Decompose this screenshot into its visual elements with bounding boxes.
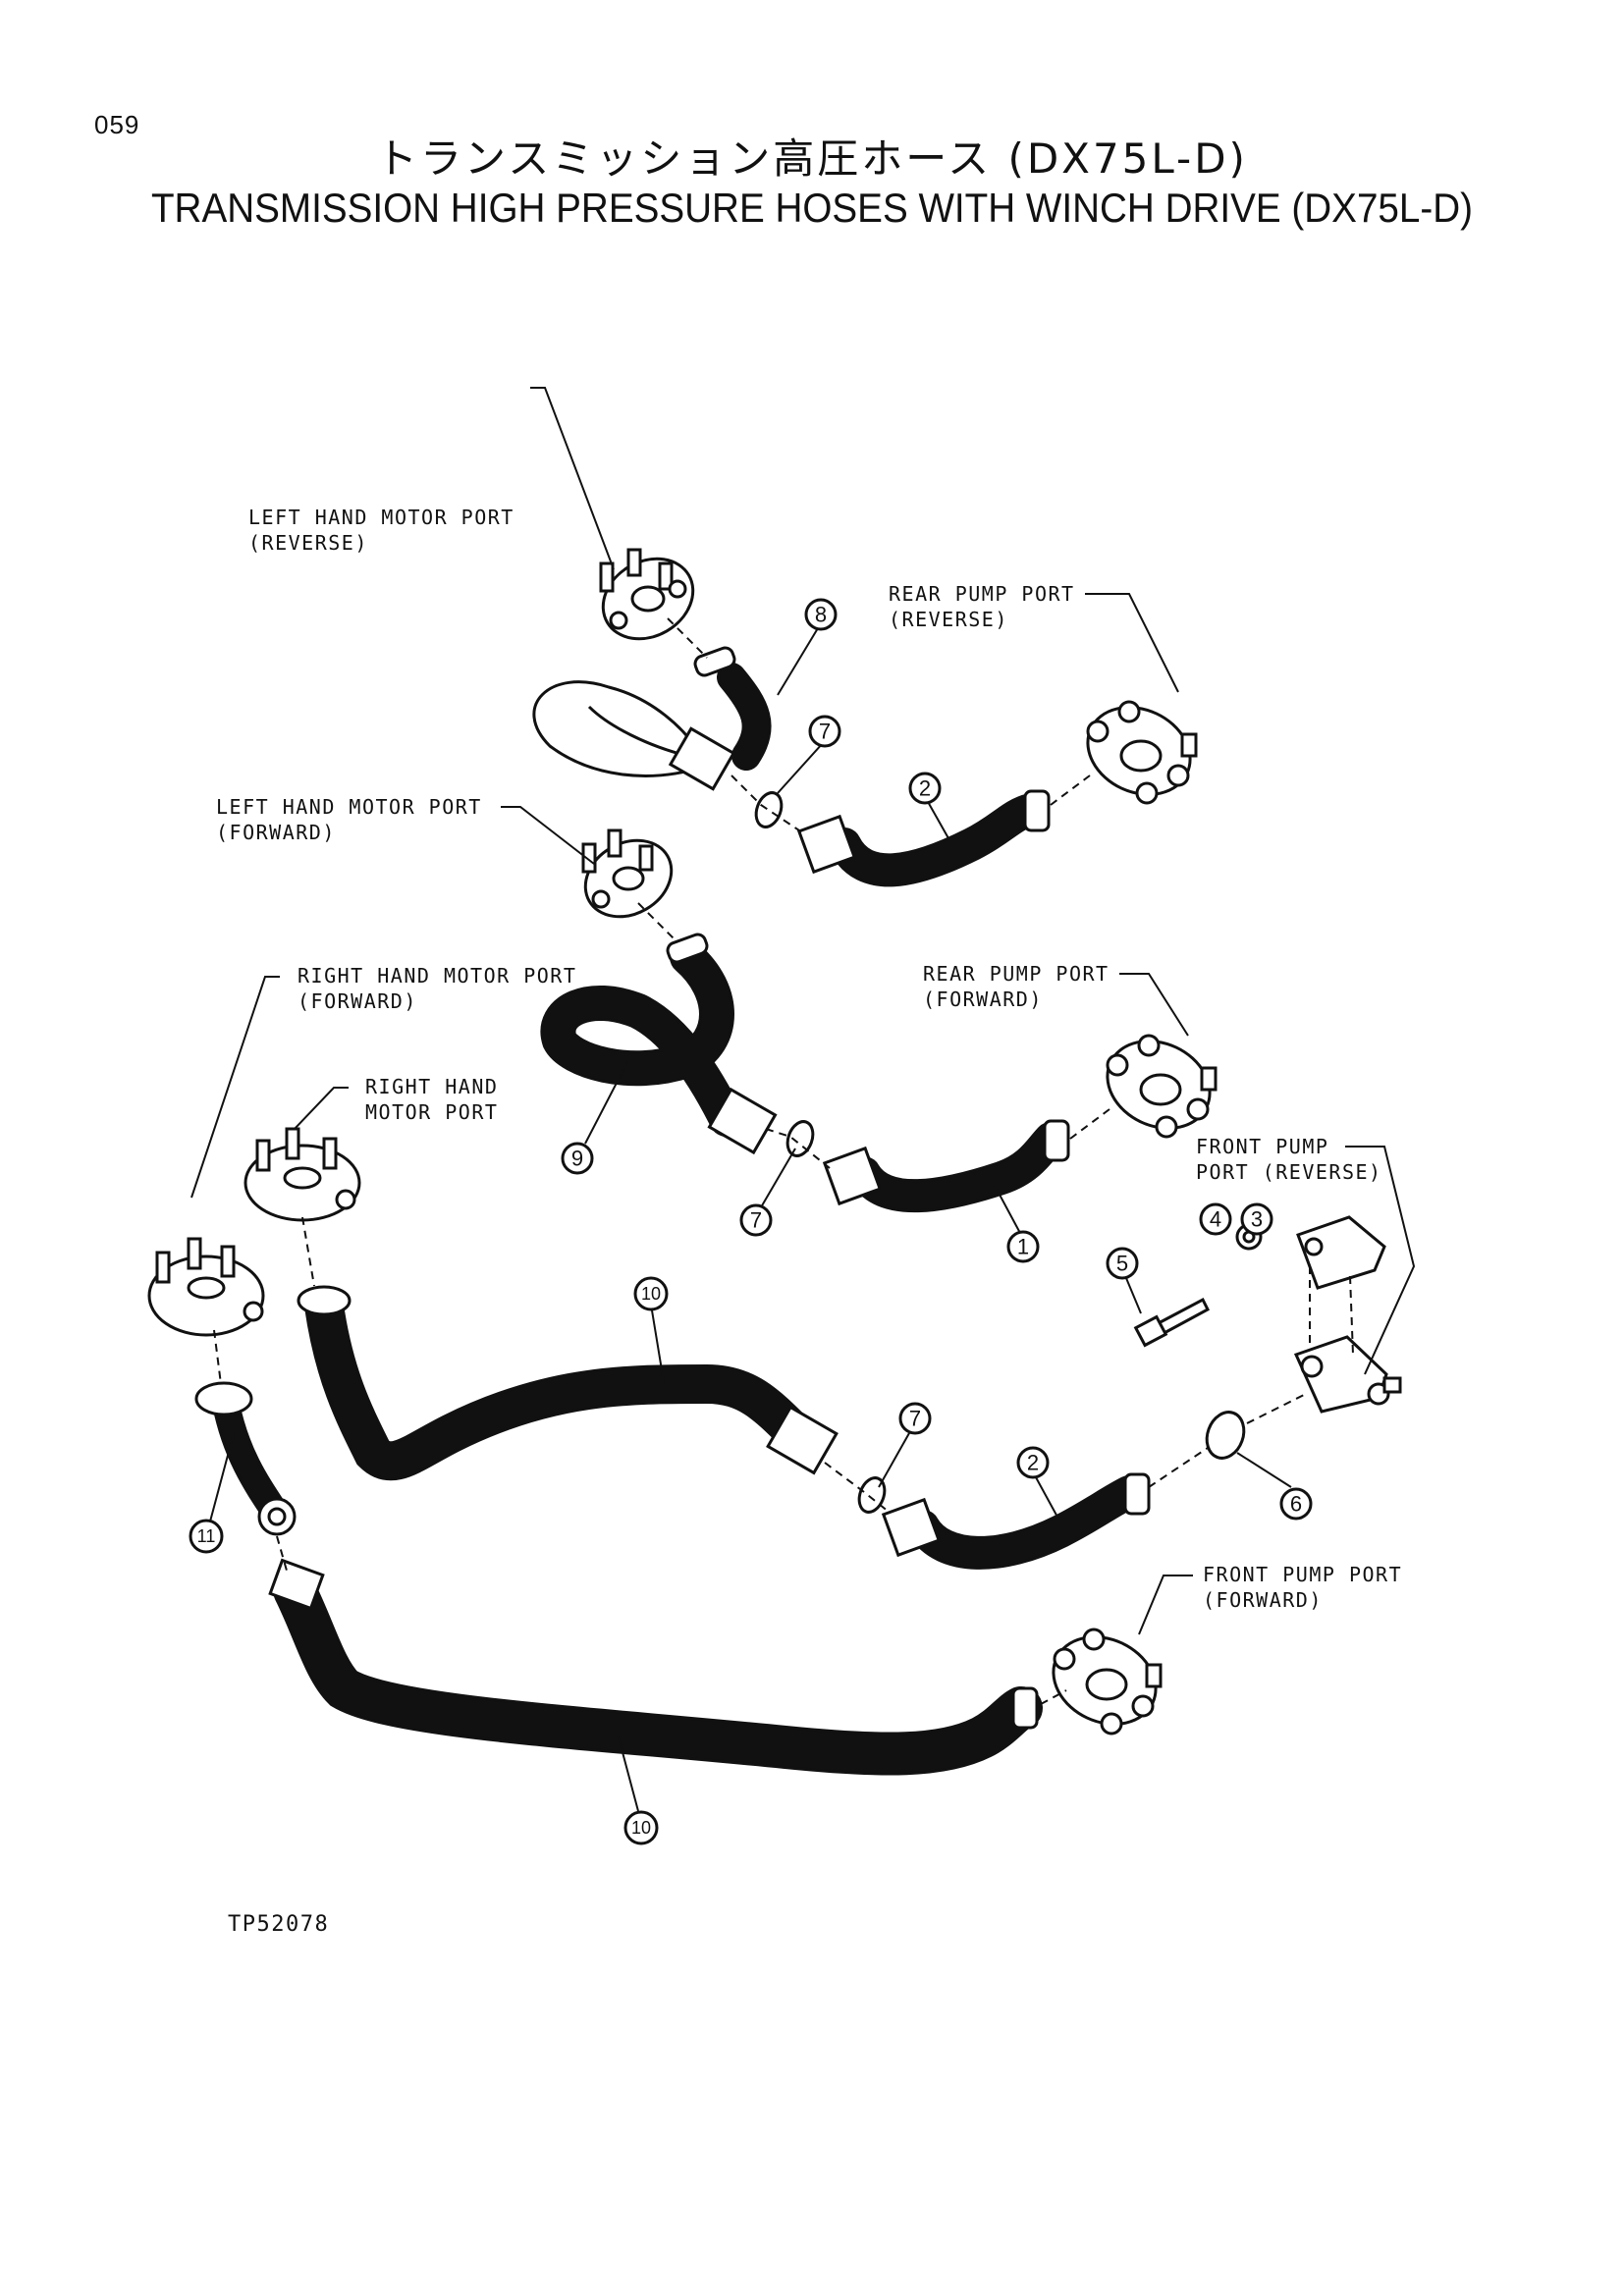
svg-text:2: 2 <box>919 776 931 801</box>
hose-10-upper <box>297 1285 839 1481</box>
label-lh-motor-port-reverse-1: LEFT HAND MOTOR PORT <box>248 506 514 529</box>
label-rh-motor-port-1: RIGHT HAND <box>365 1075 498 1098</box>
label-lh-motor-port-forward-1: LEFT HAND MOTOR PORT <box>216 795 482 819</box>
o-ring-7-middle <box>785 1120 815 1157</box>
drawing-number: TP52078 <box>228 1912 330 1937</box>
label-rear-pump-port-reverse-2: (REVERSE) <box>889 608 1008 631</box>
o-ring-7-upper <box>754 791 784 828</box>
hose-1 <box>822 1119 1070 1213</box>
label-front-pump-port-reverse-2: PORT (REVERSE) <box>1196 1160 1382 1184</box>
svg-text:7: 7 <box>750 1208 762 1233</box>
callout-10: 10 <box>633 1276 669 1311</box>
callout-6: 6 <box>1279 1487 1313 1521</box>
svg-text:11: 11 <box>197 1526 216 1546</box>
title-english: TRANSMISSION HIGH PRESSURE HOSES WITH WI… <box>150 185 1474 231</box>
hose-11 <box>194 1381 297 1536</box>
callout-8: 8 <box>804 598 838 631</box>
o-ring-7-lower <box>857 1476 887 1514</box>
label-rear-pump-port-reverse-1: REAR PUMP PORT <box>889 582 1075 606</box>
callout-10: 10 <box>623 1810 659 1845</box>
label-rear-pump-port-forward-2: (FORWARD) <box>923 988 1043 1011</box>
front-pump-port-reverse-flange <box>1293 1215 1402 1414</box>
callout-7: 7 <box>898 1402 932 1435</box>
svg-text:3: 3 <box>1251 1207 1263 1232</box>
svg-text:4: 4 <box>1210 1207 1221 1232</box>
hose-9 <box>540 933 778 1155</box>
label-rh-motor-port-2: MOTOR PORT <box>365 1100 498 1124</box>
label-front-pump-port-reverse-1: FRONT PUMP <box>1196 1135 1328 1158</box>
label-rear-pump-port-forward-1: REAR PUMP PORT <box>923 962 1110 986</box>
rear-pump-port-reverse-flange <box>1086 700 1198 805</box>
svg-text:5: 5 <box>1116 1252 1128 1276</box>
label-rh-motor-port-forward-1: RIGHT HAND MOTOR PORT <box>298 964 576 988</box>
svg-text:7: 7 <box>909 1407 921 1431</box>
label-rh-motor-port-forward-2: (FORWARD) <box>298 989 417 1013</box>
callout-4: 4 <box>1199 1202 1232 1236</box>
hose-10-lower <box>268 1558 1043 1776</box>
label-front-pump-port-forward-2: (FORWARD) <box>1203 1588 1323 1612</box>
hose-8 <box>532 646 772 791</box>
callout-2: 2 <box>1016 1446 1050 1479</box>
callout-7: 7 <box>808 715 841 748</box>
rh-motor-port-flange <box>244 1127 361 1222</box>
o-ring-6 <box>1205 1411 1246 1460</box>
lh-motor-port-reverse-flange <box>599 548 695 641</box>
callout-11: 11 <box>189 1519 224 1554</box>
callout-1: 1 <box>1006 1230 1040 1263</box>
svg-text:8: 8 <box>815 603 827 627</box>
callout-9: 9 <box>561 1142 594 1175</box>
hose-2-lower <box>881 1472 1151 1570</box>
front-pump-port-forward-flange <box>1052 1628 1163 1735</box>
callout-3: 3 <box>1240 1202 1273 1236</box>
title-japanese: トランスミッション高圧ホース (DX75L-D) <box>376 134 1248 183</box>
lh-motor-port-forward-flange <box>581 828 674 919</box>
label-front-pump-port-forward-1: FRONT PUMP PORT <box>1203 1563 1402 1586</box>
svg-text:1: 1 <box>1017 1235 1029 1259</box>
label-lh-motor-port-reverse-2: (REVERSE) <box>248 531 368 555</box>
bolt-5 <box>1133 1297 1210 1348</box>
svg-text:7: 7 <box>819 720 831 744</box>
label-lh-motor-port-forward-2: (FORWARD) <box>216 821 336 844</box>
svg-text:9: 9 <box>571 1147 583 1171</box>
svg-text:10: 10 <box>631 1818 651 1838</box>
svg-text:2: 2 <box>1027 1451 1039 1475</box>
hose-2-upper <box>796 789 1051 887</box>
page-number: 059 <box>94 110 140 139</box>
callout-7: 7 <box>739 1203 773 1237</box>
rear-pump-port-forward-flange <box>1106 1034 1218 1139</box>
rh-motor-port-forward-flange <box>147 1237 265 1337</box>
svg-text:6: 6 <box>1290 1492 1302 1517</box>
svg-text:10: 10 <box>641 1284 661 1304</box>
callout-5: 5 <box>1106 1247 1139 1280</box>
callout-2: 2 <box>908 772 942 805</box>
